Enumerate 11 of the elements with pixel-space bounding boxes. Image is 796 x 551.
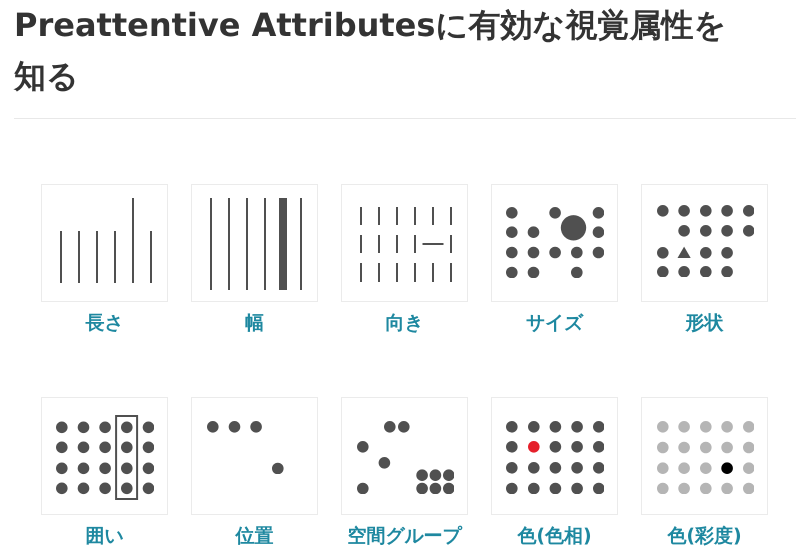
- attribute-label: 色(色相): [517, 524, 592, 548]
- attribute-label: サイズ: [526, 311, 583, 335]
- attribute-label: 色(彩度): [667, 524, 742, 548]
- attribute-label: 位置: [236, 524, 274, 548]
- attribute-label: 長さ: [86, 311, 124, 335]
- attribute-label: 幅: [245, 311, 264, 335]
- attribute-label: 向き: [386, 311, 424, 335]
- attribute-label: 空間グループ: [348, 524, 462, 548]
- page-title: Preattentive Attributesに有効な視覚属性を知る: [14, 5, 728, 97]
- attribute-label: 囲い: [86, 524, 124, 548]
- attribute-label: 形状: [686, 311, 724, 335]
